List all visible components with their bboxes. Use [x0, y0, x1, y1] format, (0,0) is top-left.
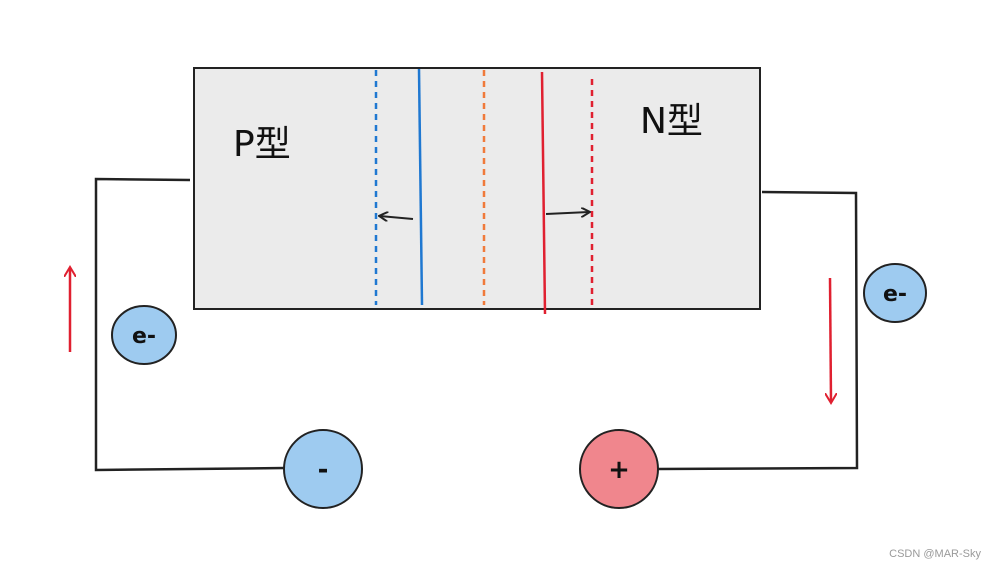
positive-terminal-label: + — [608, 455, 630, 485]
p-side-solid-boundary — [417, 68, 424, 306]
n-side-solid-boundary — [540, 71, 547, 315]
negative-terminal-label: - — [318, 455, 329, 485]
left-circuit-wire — [94, 177, 286, 472]
semiconductor-block — [193, 67, 761, 310]
electron-label-right: e- — [883, 282, 907, 307]
electron-marker-right: e- — [863, 263, 927, 323]
battery-negative-terminal: - — [283, 429, 363, 509]
watermark: CSDN @MAR-Sky — [889, 548, 981, 560]
electron-flow-arrow-down — [830, 277, 831, 402]
widening-arrow-left — [380, 216, 414, 219]
battery-positive-terminal: + — [579, 429, 659, 509]
right-circuit-wire — [657, 190, 859, 471]
widening-arrow-right — [545, 212, 589, 214]
electron-marker-left: e- — [111, 305, 177, 365]
p-region-label: P型 — [233, 124, 291, 165]
electron-label-left: e- — [132, 324, 156, 349]
n-region-label: N型 — [640, 101, 703, 142]
